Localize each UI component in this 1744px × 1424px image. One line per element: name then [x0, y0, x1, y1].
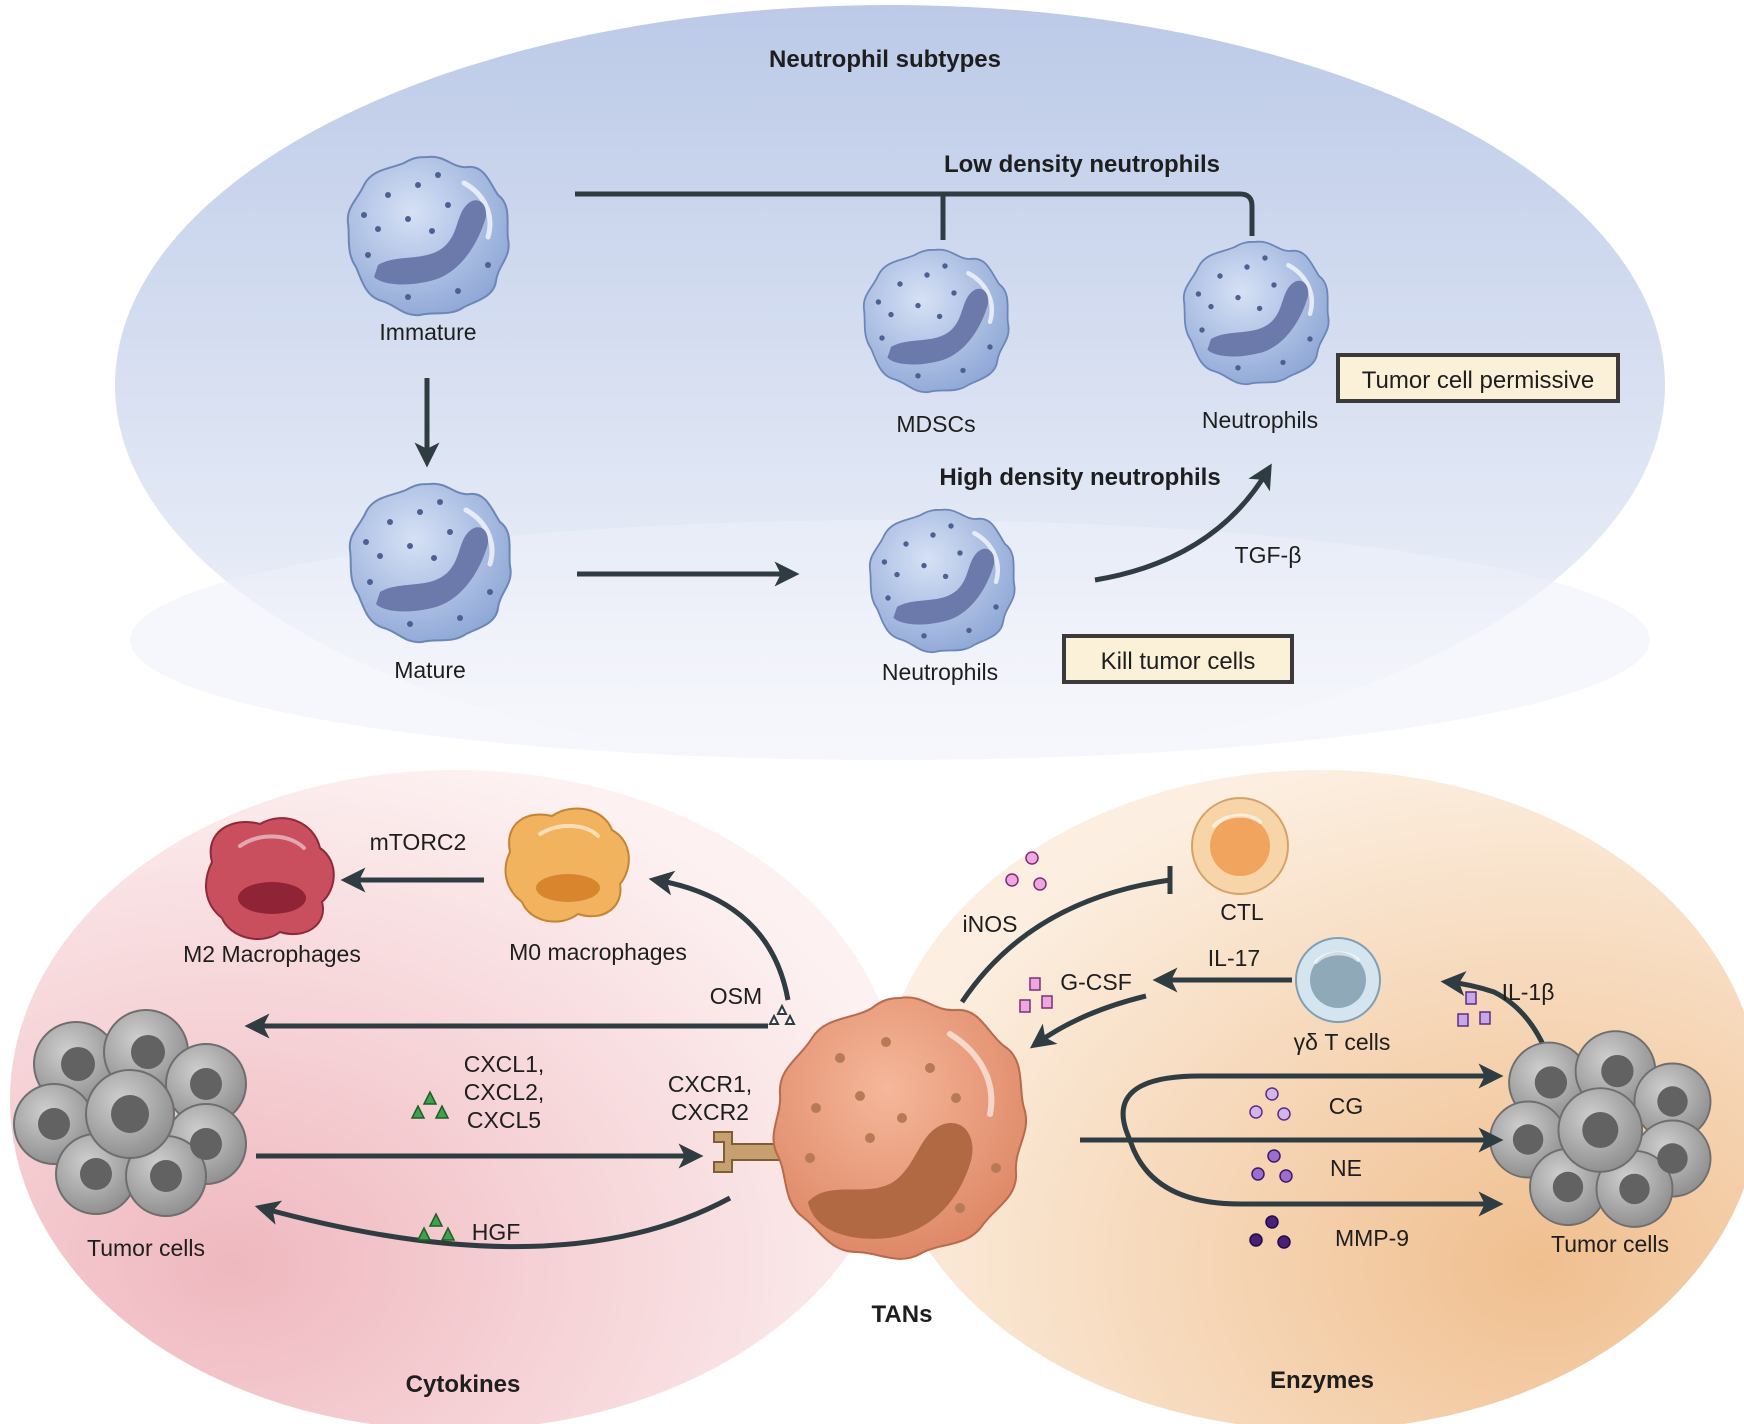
cxcr-receptor-icon: [713, 1131, 797, 1173]
low-density-bracket: [575, 191, 1255, 240]
inos-inhibition-line: [959, 877, 1171, 1004]
low-density-neutrophils-label: Neutrophils: [1202, 407, 1318, 433]
tans-label: TANs: [872, 1301, 933, 1328]
osm-label: OSM: [710, 983, 762, 1009]
immature-label: Immature: [379, 319, 476, 345]
m2-macrophage-icon: [205, 817, 335, 941]
mature-neutrophil-icon: [350, 484, 511, 642]
tumor-cell-permissive-box: Tumor cell permissive: [1336, 353, 1620, 403]
neutrophil-subtypes-title: Neutrophil subtypes: [769, 46, 1001, 73]
m0-macrophage-icon: [504, 807, 630, 923]
hgf-label: HGF: [472, 1219, 521, 1245]
low-density-neutrophil-icon: [1184, 242, 1329, 385]
gcsf-label: G-CSF: [1060, 969, 1132, 995]
cytokines-title: Cytokines: [406, 1371, 521, 1398]
high-density-neutrophils-label: Neutrophils: [882, 659, 998, 685]
cg-label: CG: [1329, 1093, 1364, 1119]
gamma-delta-t-cells-label: γδ T cells: [1294, 1029, 1391, 1055]
tumor-cell-permissive-text: Tumor cell permissive: [1362, 367, 1595, 394]
m2-macrophages-label: M2 Macrophages: [183, 941, 361, 967]
inos-label: iNOS: [963, 911, 1018, 937]
immature-neutrophil-icon: [348, 157, 509, 315]
il1b-label: IL-1β: [1502, 979, 1555, 1005]
ne-label: NE: [1330, 1155, 1362, 1181]
cytokines-region: [10, 770, 900, 1424]
mdscs-label: MDSCs: [896, 411, 975, 437]
mmp9-label: MMP-9: [1335, 1225, 1409, 1251]
kill-tumor-cells-box: Kill tumor cells: [1062, 634, 1294, 684]
il1b-molecule-icon: [1457, 991, 1491, 1027]
cxcr1-label: CXCR1,: [668, 1071, 752, 1097]
hgf-to-tumor-arrow: [254, 1195, 732, 1250]
right-tumor-cells-label: Tumor cells: [1551, 1231, 1669, 1257]
ne-molecule-icon: [1251, 1149, 1293, 1183]
tan-cell-icon: [772, 996, 1027, 1260]
cg-molecule-icon: [1249, 1087, 1291, 1121]
tgf-beta-label: TGF-β: [1235, 542, 1302, 568]
tgf-conversion-arrow: [1094, 463, 1272, 583]
gcsf-to-tan-arrow: [1029, 993, 1147, 1049]
low-density-title: Low density neutrophils: [944, 151, 1220, 178]
kill-tumor-cells-text: Kill tumor cells: [1101, 648, 1256, 675]
mature-label: Mature: [394, 657, 466, 683]
cxcl2-label: CXCL2,: [464, 1079, 545, 1105]
mmp9-molecule-icon: [1249, 1215, 1291, 1249]
mmp9-arrow: [1127, 1139, 1504, 1217]
enzymes-title: Enzymes: [1270, 1367, 1374, 1394]
left-tumor-cells-label: Tumor cells: [87, 1235, 205, 1261]
gcsf-molecule-icon: [1019, 977, 1053, 1013]
osm-to-m0-arrow: [648, 870, 791, 1001]
ctl-label: CTL: [1220, 899, 1264, 925]
cg-arrow: [1120, 1063, 1504, 1142]
cxcr2-label: CXCR2: [671, 1099, 749, 1125]
enzymes-region: [880, 770, 1744, 1424]
m0-macrophages-label: M0 macrophages: [509, 939, 687, 965]
il1b-arrow: [1440, 971, 1551, 1057]
cxcl5-label: CXCL5: [467, 1107, 541, 1133]
inos-molecule-icon: [1005, 851, 1047, 891]
mdsc-icon: [864, 250, 1009, 393]
gamma-delta-t-cell-icon: [1295, 937, 1381, 1023]
high-density-neutrophil-icon: [870, 510, 1015, 653]
cxcl1-label: CXCL1,: [464, 1051, 545, 1077]
il17-label: IL-17: [1208, 945, 1260, 971]
ctl-cell-icon: [1191, 797, 1289, 895]
mtorc2-label: mTORC2: [370, 829, 467, 855]
high-density-title: High density neutrophils: [939, 464, 1220, 491]
